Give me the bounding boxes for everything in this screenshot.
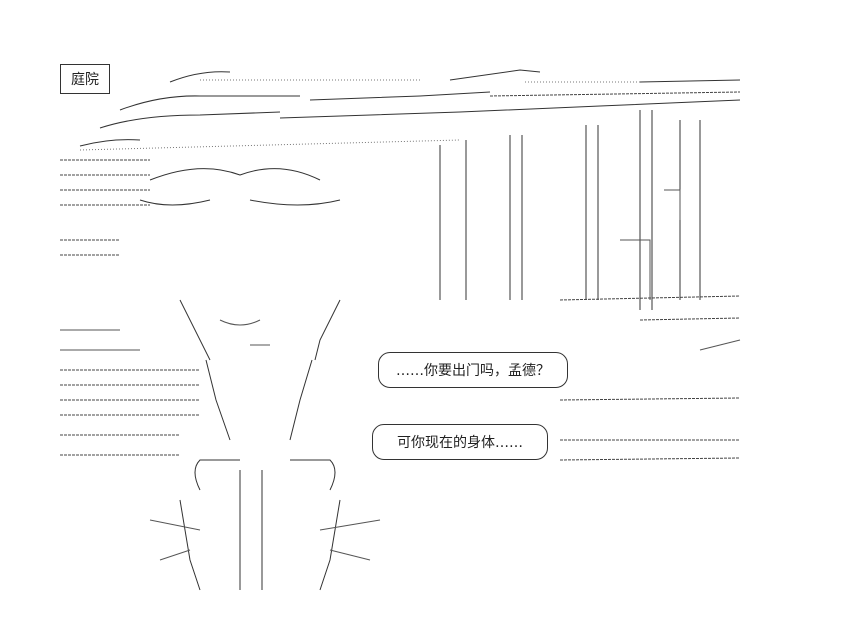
roof-lines	[79, 69, 741, 151]
speech-bubble: ……你要出门吗，孟德？	[378, 352, 568, 388]
speech-bubble-text: 可你现在的身体……	[397, 435, 523, 451]
figure	[139, 168, 381, 591]
left-wall	[60, 159, 200, 456]
location-label-text: 庭院	[71, 72, 99, 88]
location-label: 庭院	[60, 64, 110, 94]
building-pillars	[439, 110, 741, 461]
speech-bubble: 可你现在的身体……	[372, 424, 548, 460]
speech-bubble-text: ……你要出门吗，孟德？	[396, 363, 550, 379]
